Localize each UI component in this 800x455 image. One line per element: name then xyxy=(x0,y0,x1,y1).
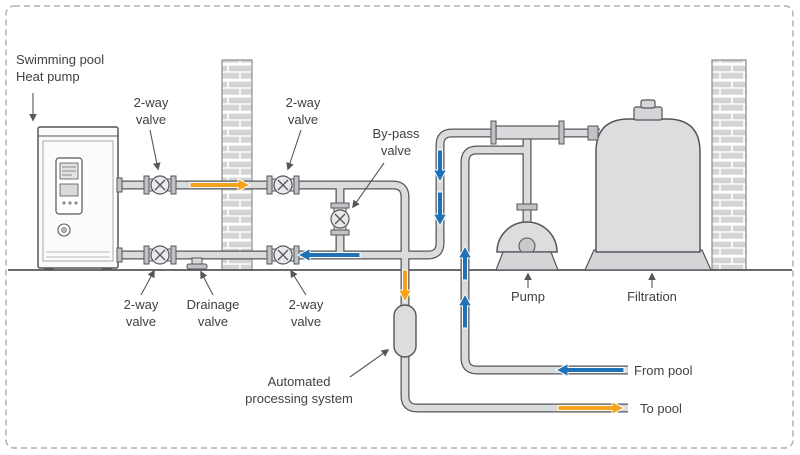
arrow-cold-from-pool xyxy=(554,362,625,378)
filtration-tank xyxy=(584,99,712,271)
arrow-warm-to-pool xyxy=(557,400,626,416)
filtration-tank-cap xyxy=(633,106,663,121)
two-way-valve-bottom-left-label: 2-way valve xyxy=(123,297,159,329)
arrow-cold-up-1 xyxy=(457,292,473,329)
heat-pump-louvers xyxy=(46,251,110,258)
heat-pump-label: Swimming pool Heat pump xyxy=(16,52,105,84)
arrow-cold-up-2 xyxy=(457,244,473,281)
filtration-inlet-port xyxy=(587,125,599,141)
leader-valve-top-right xyxy=(286,129,302,171)
heat-pump-control-panel xyxy=(55,157,83,215)
two-way-valve-top-right xyxy=(266,175,300,195)
bypass-valve xyxy=(330,202,350,236)
automated-processing-label: Automated processing system xyxy=(245,374,353,406)
arrow-cold-down-2 xyxy=(432,191,448,228)
arrow-warm-down xyxy=(397,269,413,304)
flow-arrows xyxy=(189,149,626,416)
pump-header xyxy=(490,120,565,145)
pump-column-flange xyxy=(516,203,538,211)
brick-column-left xyxy=(221,59,253,271)
pump-base xyxy=(495,251,559,271)
arrow-warm-top xyxy=(189,177,252,193)
heat-pump xyxy=(37,126,119,271)
leader-bypass xyxy=(352,162,385,209)
arrow-cold-return xyxy=(296,247,361,263)
heat-pump-inlet-fitting xyxy=(116,247,123,263)
pump-label: Pump xyxy=(511,289,545,304)
heat-pump-outlet-fitting xyxy=(116,177,123,193)
two-way-valve-top-left xyxy=(143,175,177,195)
two-way-valve-bottom-right xyxy=(266,245,300,265)
leader-aps xyxy=(349,349,390,378)
pump-dome xyxy=(496,221,558,253)
heat-pump-dial xyxy=(57,223,71,237)
leader-valve-top-left xyxy=(149,129,161,171)
bypass-valve-label: By-pass valve xyxy=(372,126,420,158)
arrow-cold-down-1 xyxy=(432,149,448,184)
leader-valve-bottom-right xyxy=(290,269,307,296)
filtration-label: Filtration xyxy=(627,289,677,304)
automated-processing-system xyxy=(393,304,417,358)
two-way-valve-bottom-left xyxy=(143,245,177,265)
brick-column-right xyxy=(711,59,747,271)
from-pool-label: From pool xyxy=(634,363,693,378)
two-way-valve-top-left-label: 2-way valve xyxy=(133,95,169,127)
two-way-valve-bottom-right-label: 2-way valve xyxy=(288,297,324,329)
diagram-border xyxy=(5,5,794,449)
leader-lines xyxy=(29,93,656,378)
to-pool-label: To pool xyxy=(640,401,682,416)
drainage-valve xyxy=(186,257,208,270)
drainage-valve-label: Drainage valve xyxy=(186,297,240,329)
leader-drainage xyxy=(200,270,214,296)
two-way-valve-top-right-label: 2-way valve xyxy=(285,95,321,127)
pump xyxy=(495,203,559,271)
leader-valve-bottom-left xyxy=(140,269,155,296)
